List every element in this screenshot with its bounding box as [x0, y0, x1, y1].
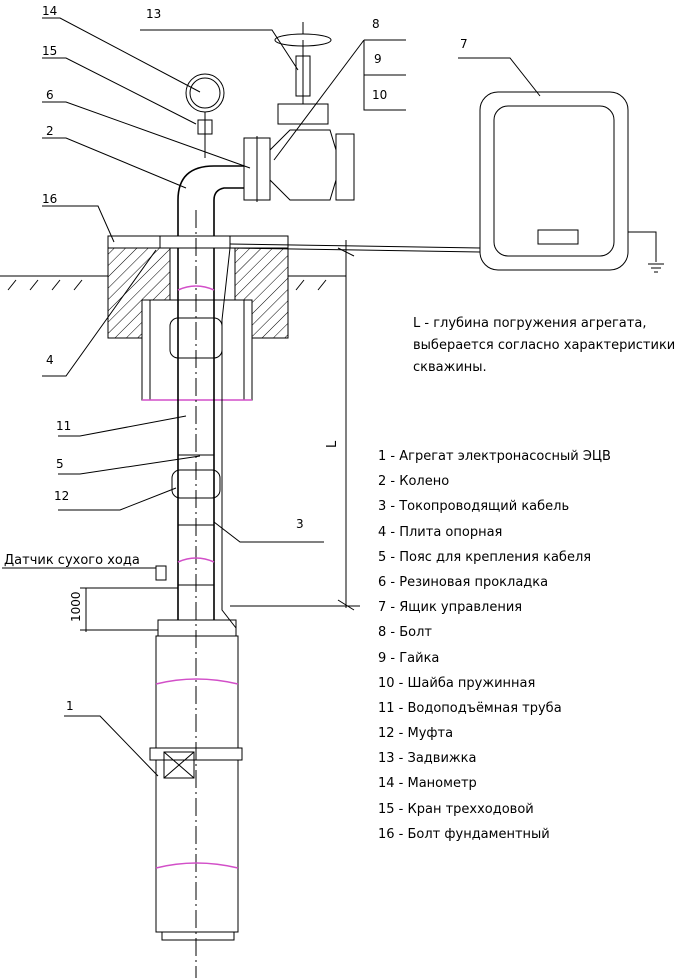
- legend-item: 13 - Задвижка: [378, 751, 477, 767]
- callout-5: 5: [56, 457, 64, 471]
- callout-2: 2: [46, 124, 54, 138]
- callout-1: 1: [66, 699, 74, 713]
- callout-8: 8: [372, 17, 380, 31]
- callout-12: 12: [54, 489, 69, 503]
- callout-15: 15: [42, 44, 57, 58]
- dimension-1000-label: 1000: [69, 591, 83, 622]
- callout-4: 4: [46, 353, 54, 367]
- legend-item: 5 - Пояс для крепления кабеля: [378, 549, 592, 565]
- gate-valve: [269, 22, 355, 201]
- control-box: [479, 91, 664, 273]
- foundation-plate: [107, 235, 289, 339]
- pump-unit: [149, 619, 243, 941]
- legend-item: 14 - Манометр: [378, 776, 477, 792]
- depth-note-line: L - глубина погружения агрегата,: [413, 316, 647, 331]
- elbow: [177, 136, 271, 236]
- depth-note-line: выберается согласно характеристики: [413, 338, 675, 353]
- legend-item: 15 - Кран трехходовой: [378, 801, 534, 817]
- dimension-1000: 1000: [69, 587, 178, 632]
- callout-3: 3: [296, 517, 304, 531]
- legend-item: 2 - Колено: [378, 474, 450, 490]
- dry-run-sensor-label: Датчик сухого хода: [4, 553, 140, 568]
- casing-pipe: [141, 299, 253, 401]
- callout-16: 16: [42, 192, 57, 206]
- legend-item: 10 - Шайба пружинная: [378, 675, 536, 691]
- legend-item: 7 - Ящик управления: [378, 600, 523, 616]
- manometer: [185, 73, 225, 158]
- callout-10: 10: [372, 88, 387, 102]
- callout-9: 9: [374, 52, 382, 66]
- parts-legend: 1 - Агрегат электронасосный ЭЦВ 2 - Коле…: [378, 444, 611, 847]
- legend-item: 3 - Токопроводящий кабель: [378, 499, 570, 515]
- callout-13: 13: [146, 7, 161, 21]
- depth-note: L - глубина погружения агрегата, выберае…: [413, 313, 675, 379]
- legend-item: 1 - Агрегат электронасосный ЭЦВ: [378, 449, 611, 464]
- callout-11: 11: [56, 419, 71, 433]
- callout-leaders: [42, 17, 541, 777]
- depth-note-line: скважины.: [413, 360, 487, 375]
- callout-6: 6: [46, 88, 54, 102]
- legend-item: 8 - Болт: [378, 625, 432, 641]
- dimension-L-label: L: [325, 440, 340, 448]
- callout-14: 14: [42, 4, 57, 18]
- ground-line: [0, 275, 346, 291]
- legend-item: 16 - Болт фундаментный: [378, 826, 550, 842]
- dimension-L: L: [230, 240, 360, 611]
- legend-item: 11 - Водоподъёмная труба: [378, 700, 562, 716]
- legend-item: 12 - Муфта: [378, 726, 454, 742]
- legend-item: 4 - Плита опорная: [378, 524, 503, 540]
- legend-item: 6 - Резиновая прокладка: [378, 574, 549, 590]
- water-lift-pipe: [169, 210, 223, 978]
- power-cable: [221, 243, 481, 629]
- callout-numbers: 14 13 15 6 2 16 4 11 5 12 3 1 8 9 10 7: [42, 4, 468, 713]
- dry-run-sensor: Датчик сухого хода: [2, 553, 167, 581]
- legend-item: 9 - Гайка: [378, 650, 440, 666]
- callout-7: 7: [460, 37, 468, 51]
